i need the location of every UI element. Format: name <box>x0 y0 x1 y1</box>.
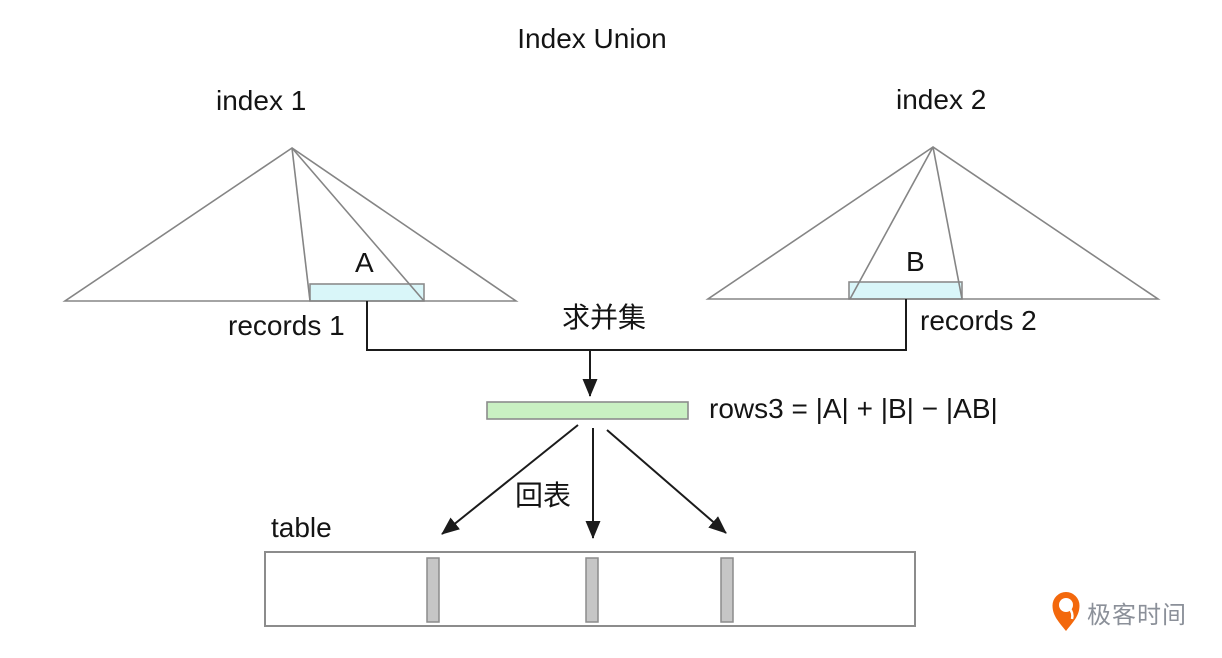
back-to-table-arrow-left <box>441 424 579 535</box>
index1-range-right-edge <box>291 147 425 302</box>
index1-triangle <box>62 147 519 302</box>
union-result-formula: rows3 = |A| + |B| − |AB| <box>709 393 998 424</box>
geektime-logo-text: 极客时间 <box>1087 602 1187 629</box>
index1-records-label: records 1 <box>228 310 345 341</box>
index2-range-left-edge <box>849 146 934 300</box>
index2-range-label: B <box>906 246 925 277</box>
back-to-table-label: 回表 <box>515 480 572 511</box>
table-row-cell-2 <box>585 557 599 623</box>
table-row-cell-3 <box>720 557 734 623</box>
index1-range-left-edge <box>291 147 311 302</box>
index2-label: index 2 <box>896 84 987 115</box>
page-title: Index Union <box>517 23 667 54</box>
table-label: table <box>271 512 332 543</box>
back-to-table-arrow-right <box>606 429 727 534</box>
index2-range-right-edge <box>932 146 963 300</box>
index2-records-label: records 2 <box>920 305 1037 336</box>
index1-label: index 1 <box>216 85 307 116</box>
union-operation-label: 求并集 <box>562 302 647 333</box>
index2-triangle <box>705 146 1161 300</box>
union-result-bar <box>486 401 689 420</box>
index2-range-highlight <box>848 281 963 300</box>
index1-range-highlight <box>309 283 425 302</box>
index1-range-label: A <box>355 247 374 278</box>
geektime-logo-icon <box>1052 591 1080 631</box>
union-connector <box>366 299 907 351</box>
table-row-cell-1 <box>426 557 440 623</box>
